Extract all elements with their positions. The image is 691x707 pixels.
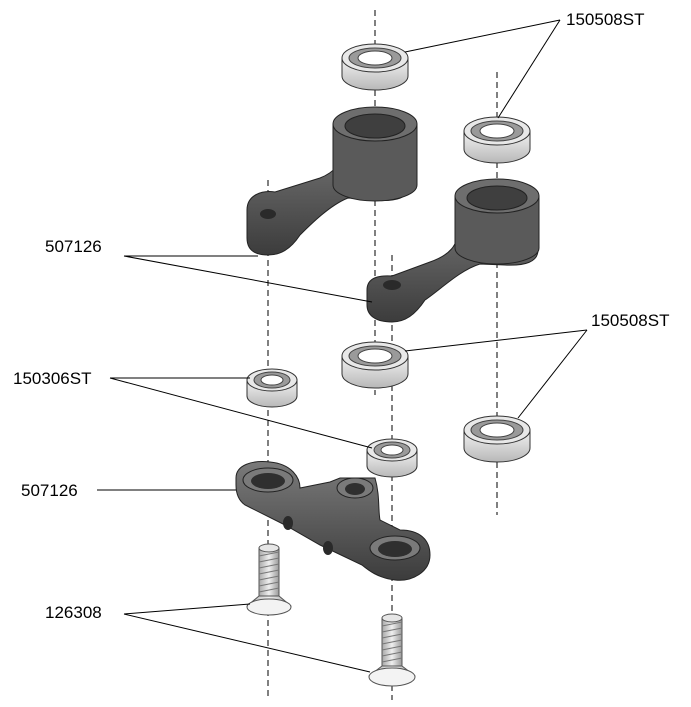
label-507126-bracket: 507126 [21,481,78,500]
steering-arm-right [366,178,540,323]
mounting-bracket [235,461,431,581]
screw-126308-left [246,543,292,616]
bearing-150306st-right [366,438,418,478]
leader-line [123,603,251,615]
bearing-150306st-left [246,368,298,408]
leader-lines [97,19,588,673]
label-150306st: 150306ST [13,369,92,388]
label-150508st-mid: 150508ST [591,311,670,330]
leader-line [517,329,588,419]
bearing-150508st-right-top [463,116,531,164]
leader-line [497,19,561,119]
leader-line [404,19,561,53]
screw-126308-right [368,613,416,687]
leader-line [123,255,373,303]
leader-line [109,377,373,449]
leader-line [404,329,588,352]
bearing-150508st-top [341,43,409,91]
steering-arm-left [246,106,418,256]
label-507126-arm: 507126 [45,237,102,256]
bearing-150508st-right-low [463,415,531,463]
label-126308: 126308 [45,603,102,622]
label-150508st-top: 150508ST [566,10,645,29]
bearing-150508st-mid [341,341,409,389]
leader-line [123,613,371,673]
